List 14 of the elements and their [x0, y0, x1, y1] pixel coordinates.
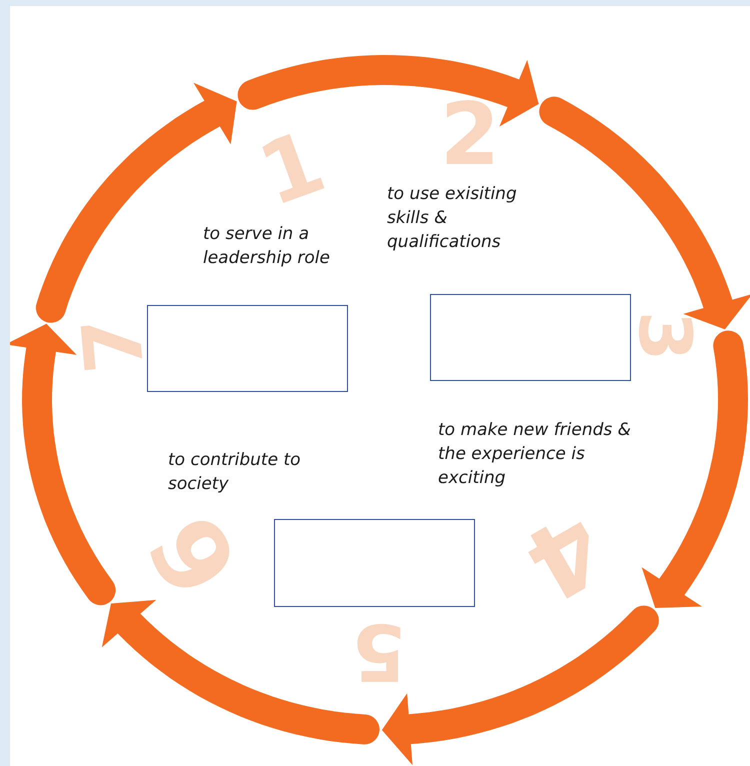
background-number: 2: [440, 92, 500, 178]
background-number: 4: [510, 494, 620, 616]
background-number: 5: [352, 612, 406, 690]
empty-answer-box: [274, 519, 475, 607]
background-number: 6: [134, 500, 256, 610]
reason-text: to serve in a leadership role: [203, 223, 331, 270]
empty-answer-box: [147, 305, 348, 392]
background-number: 7: [72, 314, 156, 376]
background-number: 1: [249, 118, 335, 220]
reason-text: to contribute to society: [168, 449, 302, 496]
reason-text: to use exisiting skills & qualifications: [387, 183, 518, 254]
empty-answer-box: [430, 294, 631, 381]
background-number: 3: [629, 310, 702, 362]
reason-text: to make new friends & the experience is exciting: [438, 419, 632, 490]
